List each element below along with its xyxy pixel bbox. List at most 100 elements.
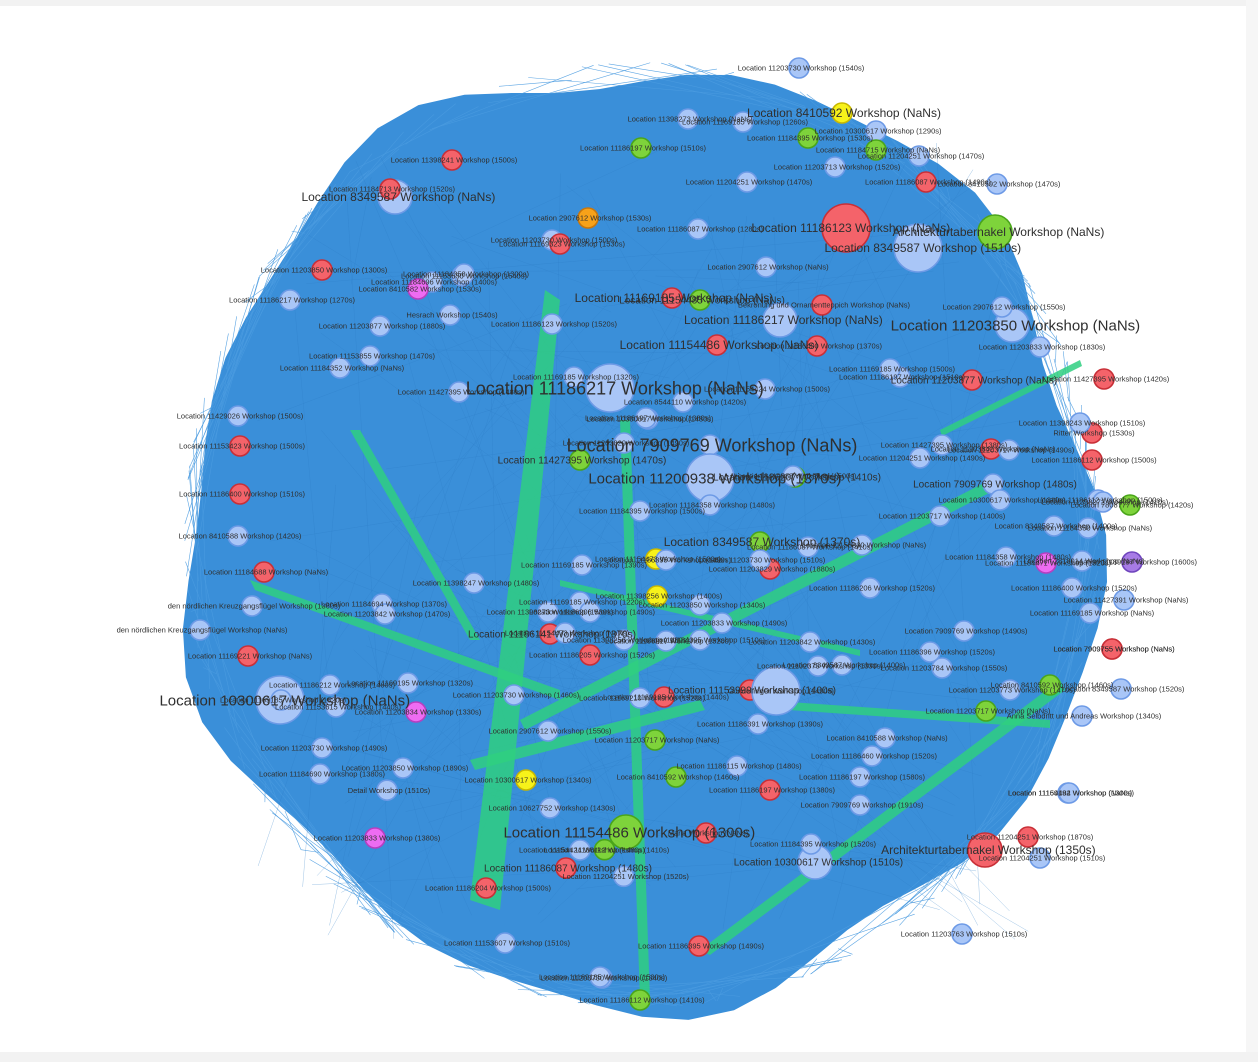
graph-node[interactable] <box>515 769 537 791</box>
graph-node[interactable] <box>749 549 771 571</box>
graph-node[interactable] <box>364 827 386 849</box>
graph-node[interactable] <box>379 178 401 200</box>
graph-node[interactable] <box>376 779 398 801</box>
graph-node[interactable] <box>593 838 616 861</box>
graph-node[interactable] <box>237 645 259 667</box>
graph-node[interactable] <box>655 630 677 652</box>
graph-node[interactable] <box>630 137 652 159</box>
graph-node[interactable] <box>1017 826 1039 848</box>
nodes[interactable] <box>189 57 1143 1011</box>
graph-node[interactable] <box>851 534 873 556</box>
graph-node[interactable] <box>646 585 668 607</box>
graph-node[interactable] <box>541 313 563 335</box>
graph-node[interactable] <box>629 500 651 522</box>
graph-node[interactable] <box>359 345 381 367</box>
graph-node[interactable] <box>919 641 941 663</box>
graph-node[interactable] <box>699 494 721 516</box>
graph-node[interactable] <box>453 263 475 285</box>
graph-node[interactable] <box>589 966 611 988</box>
graph-node[interactable] <box>309 763 331 785</box>
graph-node[interactable] <box>782 465 804 487</box>
graph-node[interactable] <box>563 366 585 388</box>
graph-node[interactable] <box>967 832 1003 868</box>
graph-node[interactable] <box>539 797 561 819</box>
graph-node[interactable] <box>687 218 709 240</box>
graph-node[interactable] <box>909 447 931 469</box>
graph-node[interactable] <box>1079 602 1101 624</box>
graph-node[interactable] <box>549 233 571 255</box>
graph-node[interactable] <box>1093 368 1115 390</box>
graph-node[interactable] <box>762 302 798 338</box>
graph-node[interactable] <box>311 259 333 281</box>
graph-node[interactable] <box>494 932 516 954</box>
graph-node[interactable] <box>1043 515 1065 537</box>
graph-node[interactable] <box>325 696 347 718</box>
graph-node[interactable] <box>1039 674 1061 696</box>
graph-node[interactable] <box>1071 550 1093 572</box>
graph-node[interactable] <box>503 684 525 706</box>
graph-node[interactable] <box>831 102 853 124</box>
graph-node[interactable] <box>655 549 677 571</box>
graph-node[interactable] <box>999 679 1021 701</box>
graph-node[interactable] <box>441 149 463 171</box>
graph-node[interactable] <box>661 287 683 309</box>
graph-node[interactable] <box>227 405 249 427</box>
graph-node[interactable] <box>577 207 599 229</box>
graph-node[interactable] <box>613 629 635 651</box>
graph-node[interactable] <box>908 145 930 167</box>
graph-node[interactable] <box>824 156 846 178</box>
graph-node[interactable] <box>688 935 710 957</box>
graph-node[interactable] <box>585 363 635 413</box>
graph-node[interactable] <box>800 833 822 855</box>
graph-node[interactable] <box>672 391 694 413</box>
graph-node[interactable] <box>689 629 711 651</box>
graph-node[interactable] <box>806 335 828 357</box>
graph-node[interactable] <box>229 483 251 505</box>
graph-node[interactable] <box>241 595 263 617</box>
graph-node[interactable] <box>369 315 391 337</box>
graph-node[interactable] <box>653 686 675 708</box>
graph-node[interactable] <box>629 989 651 1011</box>
graph-node[interactable] <box>677 108 699 130</box>
graph-node[interactable] <box>726 755 748 777</box>
graph-node[interactable] <box>1029 847 1051 869</box>
graph-node[interactable] <box>754 378 776 400</box>
graph-node[interactable] <box>893 223 943 273</box>
graph-node[interactable] <box>644 729 666 751</box>
graph-node[interactable] <box>635 407 657 429</box>
graph-node[interactable] <box>759 779 781 801</box>
graph-node[interactable] <box>270 689 292 711</box>
graph-node[interactable] <box>849 766 871 788</box>
graph-node[interactable] <box>253 561 275 583</box>
graph-node[interactable] <box>951 923 973 945</box>
graph-node[interactable] <box>1035 552 1057 574</box>
graph-node[interactable] <box>953 620 975 642</box>
graph-node[interactable] <box>811 294 833 316</box>
graph-node[interactable] <box>608 814 644 850</box>
graph-node[interactable] <box>998 439 1020 461</box>
graph-node[interactable] <box>797 536 819 558</box>
graph-node[interactable] <box>1061 577 1083 599</box>
graph-node[interactable] <box>1029 336 1051 358</box>
graph-node[interactable] <box>915 171 937 193</box>
graph-node[interactable] <box>537 601 559 623</box>
graph-node[interactable] <box>1077 517 1099 539</box>
graph-node[interactable] <box>859 577 881 599</box>
graph-node[interactable] <box>1113 589 1135 611</box>
graph-node[interactable] <box>689 289 711 311</box>
graph-node[interactable] <box>977 214 1013 250</box>
graph-node[interactable] <box>579 601 601 623</box>
graph-node[interactable] <box>407 278 429 300</box>
graph-node[interactable] <box>788 57 810 79</box>
graph-node[interactable] <box>989 489 1011 511</box>
graph-node[interactable] <box>865 139 887 161</box>
graph-node[interactable] <box>797 127 819 149</box>
graph-node[interactable] <box>821 203 871 253</box>
graph-node[interactable] <box>799 631 821 653</box>
graph-node[interactable] <box>1101 638 1123 660</box>
graph-node[interactable] <box>706 334 728 356</box>
graph-node[interactable] <box>711 612 733 634</box>
graph-node[interactable] <box>1119 494 1141 516</box>
graph-node[interactable] <box>579 644 601 666</box>
